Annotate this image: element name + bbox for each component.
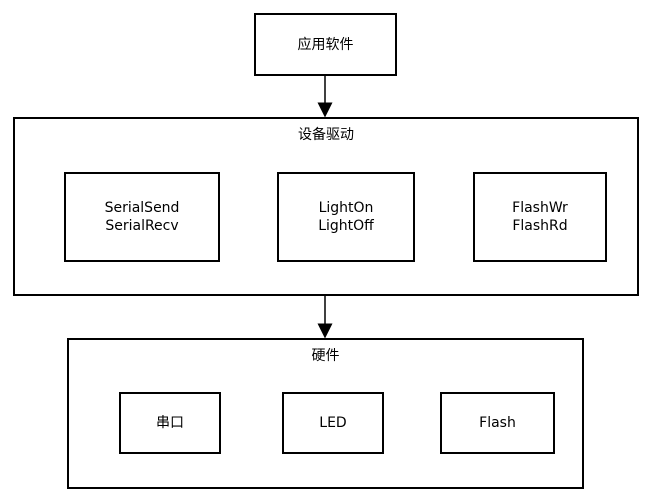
flash-rd-label: FlashRd xyxy=(512,218,568,234)
driver-module-serial: SerialSend SerialRecv xyxy=(64,172,220,262)
hardware-serial-label: 串口 xyxy=(156,415,184,431)
flash-wr-label: FlashWr xyxy=(512,200,568,216)
serial-send-label: SerialSend xyxy=(104,200,180,216)
device-driver-group: 设备驱动 SerialSend SerialRecv LightOn Light… xyxy=(13,117,639,296)
app-software-label: 应用软件 xyxy=(297,36,354,53)
device-driver-title: 设备驱动 xyxy=(298,127,354,143)
hardware-flash-box: Flash xyxy=(440,392,555,454)
light-off-label: LightOff xyxy=(318,218,374,234)
serial-recv-label: SerialRecv xyxy=(105,218,179,234)
hardware-led-box: LED xyxy=(282,392,384,454)
driver-module-flash: FlashWr FlashRd xyxy=(473,172,607,262)
hardware-serial-box: 串口 xyxy=(119,392,221,454)
light-on-label: LightOn xyxy=(318,200,374,216)
driver-module-light: LightOn LightOff xyxy=(277,172,415,262)
hardware-group: 硬件 串口 LED Flash xyxy=(67,338,584,489)
hardware-led-label: LED xyxy=(319,415,347,431)
app-software-box: 应用软件 xyxy=(254,13,397,76)
hardware-flash-label: Flash xyxy=(479,415,516,431)
hardware-title: 硬件 xyxy=(311,348,340,364)
